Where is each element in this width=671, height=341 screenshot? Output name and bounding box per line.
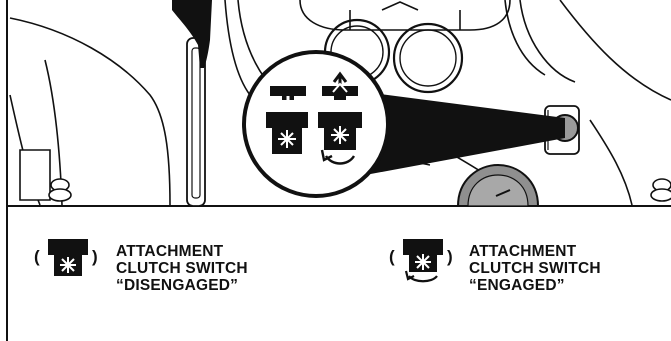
legend-engaged-caption: ATTACHMENT CLUTCH SWITCH “ENGAGED” bbox=[469, 243, 601, 294]
legend-engaged-icon bbox=[403, 239, 443, 283]
left-mount-bracket bbox=[19, 149, 72, 202]
illustration-frame bbox=[6, 0, 671, 341]
disengaged-symbol-icon bbox=[266, 86, 308, 154]
legend-paren-open: ( bbox=[34, 247, 40, 266]
right-mount-bracket bbox=[650, 178, 671, 202]
legend-disengaged-icon bbox=[48, 239, 88, 276]
caption-line: CLUTCH SWITCH bbox=[469, 260, 601, 277]
caption-line: ATTACHMENT bbox=[469, 243, 577, 260]
legend-paren-close: ) bbox=[92, 247, 98, 266]
legend-disengaged-caption: ATTACHMENT CLUTCH SWITCH “DISENGAGED” bbox=[116, 243, 248, 294]
caption-line: “DISENGAGED” bbox=[116, 277, 239, 294]
legend-paren-open: ( bbox=[389, 247, 395, 266]
throttle-lever bbox=[172, 0, 212, 207]
caption-line: CLUTCH SWITCH bbox=[116, 260, 248, 277]
engaged-symbol-icon bbox=[318, 71, 362, 165]
caption-line: “ENGAGED” bbox=[469, 277, 565, 294]
zoom-callout-circle bbox=[242, 50, 390, 198]
legend-paren-close: ) bbox=[447, 247, 453, 266]
fuel-cap bbox=[456, 163, 540, 207]
caption-line: ATTACHMENT bbox=[116, 243, 224, 260]
